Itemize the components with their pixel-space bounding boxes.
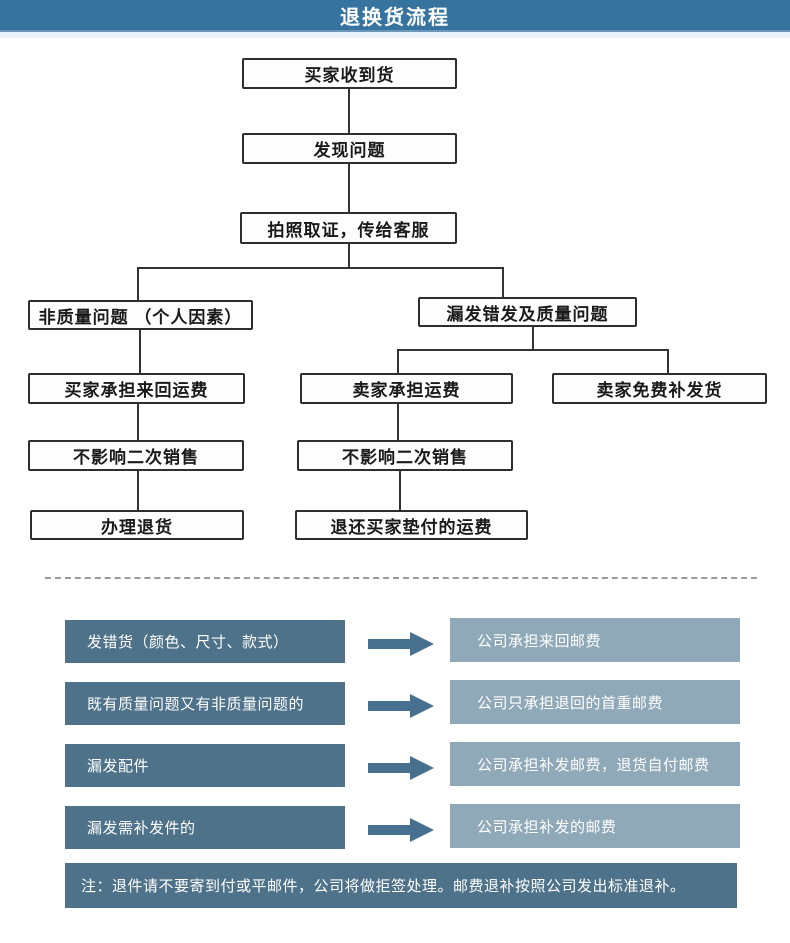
flow-node-refund-prepaid-shipping: 退还买家垫付的运费 (295, 510, 528, 540)
header-glow-strip (0, 32, 790, 38)
policy-condition-missing-parts: 漏发配件 (65, 744, 345, 787)
flow-node-process-return: 办理退货 (30, 510, 244, 540)
right-arrow-icon (368, 694, 434, 718)
policy-condition-mixed-issues: 既有质量问题又有非质量问题的 (65, 682, 345, 725)
flow-node-no-resale-impact-left: 不影响二次销售 (28, 440, 244, 471)
flow-node-buyer-receives: 买家收到货 (242, 58, 457, 89)
header-edge-line (0, 30, 790, 32)
policy-condition-needs-reship: 漏发需补发件的 (65, 806, 345, 849)
right-arrow-icon (368, 756, 434, 780)
flow-node-find-problem: 发现问题 (242, 133, 457, 164)
right-arrow-icon (368, 818, 434, 842)
flow-node-photo-evidence: 拍照取证，传给客服 (240, 212, 457, 244)
policy-note: 注：退件请不要寄到付或平邮件，公司将做拒签处理。邮费退补按照公司发出标准退补。 (65, 863, 737, 908)
header-bar: 退换货流程 (0, 0, 790, 30)
flow-node-seller-pays-shipping: 卖家承担运费 (300, 373, 513, 404)
dashed-divider (45, 577, 757, 579)
page-title: 退换货流程 (340, 6, 450, 29)
policy-result-wrong-item: 公司承担来回邮费 (450, 618, 740, 662)
flow-node-non-quality-issue: 非质量问题 （个人因素） (28, 300, 253, 330)
policy-condition-wrong-item: 发错货（颜色、尺寸、款式） (65, 620, 345, 663)
flow-node-seller-free-reship: 卖家免费补发货 (552, 373, 767, 404)
policy-result-missing-parts: 公司承担补发邮费，退货自付邮费 (450, 742, 740, 786)
policy-result-needs-reship: 公司承担补发的邮费 (450, 804, 740, 848)
policy-result-mixed-issues: 公司只承担退回的首重邮费 (450, 680, 740, 724)
flow-node-no-resale-impact-right: 不影响二次销售 (297, 440, 513, 471)
flow-node-buyer-pays-shipping: 买家承担来回运费 (28, 373, 245, 404)
right-arrow-icon (368, 632, 434, 656)
flow-node-quality-issue: 漏发错发及质量问题 (418, 297, 637, 327)
